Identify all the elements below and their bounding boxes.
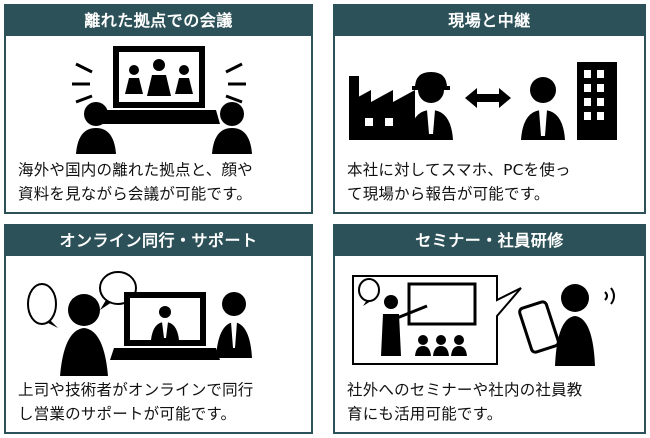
- card-title: 離れた拠点での会議: [6, 6, 311, 36]
- card-description: 本社に対してスマホ、PCを使っ て現場から報告が可能です。: [347, 161, 571, 203]
- card-title: セミナー・社員研修: [335, 226, 644, 256]
- card-title: 現場と中継: [335, 6, 644, 36]
- card-remote-meeting: 離れた拠点での会議: [4, 4, 313, 214]
- card-online-support: オンライン同行・サポート 上司や技術者がオンラインで同行 し営業のサポートが可能: [4, 224, 313, 434]
- card-seminar-training: セミナー・社員研修: [333, 224, 646, 434]
- card-description: 海外や国内の離れた拠点と、顔や 資料を見ながら会議が可能です。: [18, 161, 253, 203]
- card-title: オンライン同行・サポート: [6, 226, 311, 256]
- card-description: 上司や技術者がオンラインで同行 し営業のサポートが可能です。: [18, 381, 254, 423]
- remote-meeting-icon: [6, 38, 311, 154]
- site-relay-icon: [335, 38, 644, 154]
- card-site-relay: 現場と中継: [333, 4, 646, 214]
- card-description: 社外へのセミナーや社内の社員教 育にも活用可能です。: [347, 381, 583, 423]
- seminar-training-icon: [335, 258, 644, 376]
- online-support-icon: [6, 258, 311, 376]
